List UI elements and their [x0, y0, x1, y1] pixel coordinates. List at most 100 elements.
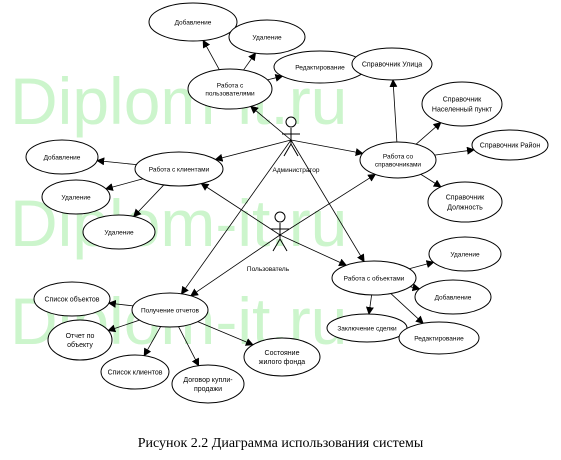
use-case-contract: Договор купли-продажи — [171, 364, 245, 404]
use-case-ellipse — [187, 68, 273, 110]
edge-reports-contract — [178, 326, 200, 367]
use-case-ellipse — [41, 179, 111, 215]
edge-users-add2 — [202, 39, 220, 70]
use-case-ellipse — [414, 279, 492, 315]
use-case-label: справочниками — [375, 161, 422, 168]
edge-user-dirs — [279, 173, 377, 236]
figure-caption: Рисунок 2.2 Диаграмма использования сист… — [137, 436, 424, 451]
edge-dirs-district — [434, 146, 476, 156]
use-case-label: Справочник — [443, 96, 482, 103]
use-case-ellipse — [428, 236, 502, 272]
use-case-ellipse — [398, 321, 480, 355]
actor-label: Пользователь — [247, 266, 290, 273]
edge-reports-housing — [197, 321, 254, 346]
use-case-label: Населенный пункт — [432, 105, 493, 113]
use-case-label: Договор купли- — [183, 377, 233, 384]
actor-admin: Администратор — [273, 116, 320, 174]
use-case-ellipse — [47, 319, 113, 361]
edge-reports-listcl — [143, 326, 162, 357]
use-case-label: пользователями — [205, 90, 255, 97]
edges — [96, 39, 476, 367]
actor-label: Администратор — [273, 167, 320, 174]
use-case-label: Работа с клиентами — [149, 165, 210, 173]
use-case-ellipse — [359, 141, 437, 179]
edge-objects-add3 — [410, 283, 421, 292]
use-case-label: Должность — [447, 204, 483, 211]
use-case-label: Работа с — [217, 81, 244, 89]
use-case-district: Справочник Район — [471, 129, 549, 161]
use-case-ellipse — [471, 129, 549, 161]
use-case-label: жилого фонда — [259, 359, 305, 366]
edge-dirs-pos — [420, 174, 442, 188]
edge-admin-clients — [214, 139, 292, 162]
use-case-label: Редактирование — [295, 64, 345, 71]
edge-user-clients — [200, 183, 281, 236]
use-case-label: Добавление — [44, 153, 81, 161]
use-case-label: Получение отчетов — [141, 307, 200, 314]
use-case-streets: Справочник Улица — [351, 47, 433, 81]
use-case-del4: Удаление — [428, 236, 502, 272]
use-case-ellipse — [148, 2, 238, 42]
use-case-label: продажи — [194, 386, 222, 393]
use-case-edit2: Редактирование — [398, 321, 480, 355]
edge-users-del2 — [243, 52, 257, 71]
use-case-listcl: Список клиентов — [100, 354, 170, 390]
use-case-ellipse — [33, 281, 111, 317]
edge-user-objects — [279, 234, 348, 266]
use-case-label: Добавление — [435, 293, 472, 301]
use-case-label: Список клиентов — [108, 369, 163, 376]
use-case-ellipse — [82, 214, 156, 250]
use-case-ellipse — [25, 139, 99, 175]
use-case-ellipse — [100, 354, 170, 390]
use-case-objects: Работа с объектами — [331, 260, 417, 296]
use-case-ellipse — [171, 364, 245, 404]
use-case-ellipse — [228, 19, 306, 55]
use-case-label: Состояние — [265, 350, 300, 357]
use-case-ellipse — [331, 260, 417, 296]
use-case-del2: Удаление — [228, 19, 306, 55]
use-case-add2: Добавление — [148, 2, 238, 42]
use-case-ellipse — [351, 47, 433, 81]
edge-dirs-settl — [415, 121, 442, 145]
use-case-label: Добавление — [175, 18, 212, 26]
edge-admin-objects — [290, 139, 365, 263]
use-case-clients: Работа с клиентами — [134, 151, 224, 187]
actor-head — [274, 211, 286, 223]
use-case-label: Удаление — [104, 229, 134, 236]
actor-figure — [271, 223, 289, 252]
edge-objects-del4 — [409, 260, 435, 270]
edge-objects-edit2 — [390, 293, 424, 324]
actor-head — [285, 116, 297, 128]
edge-users-edit1 — [267, 73, 284, 82]
use-case-label: Справочник Район — [480, 141, 541, 149]
use-case-ellipse — [134, 151, 224, 187]
edge-admin-dirs — [290, 139, 364, 157]
edge-objects-deal — [365, 294, 374, 316]
edge-reports-listobj — [107, 299, 134, 308]
edge-clients-add1 — [96, 157, 137, 166]
use-case-ellipse — [421, 81, 503, 127]
actor-user: Пользователь — [247, 211, 290, 273]
use-case-ellipse — [243, 337, 321, 377]
use-case-label: Редактирование — [414, 335, 464, 342]
use-case-del3: Удаление — [82, 214, 156, 250]
use-case-housing: Состояние жилого фонда — [243, 337, 321, 377]
use-case-label: Список объектов — [44, 295, 99, 303]
use-case-add3: Добавление — [414, 279, 492, 315]
edge-reports-repobj — [107, 319, 140, 333]
edge-admin-reports — [180, 139, 292, 295]
use-case-label: Работа с объектами — [344, 274, 405, 282]
use-case-label: Справочник — [446, 194, 485, 201]
use-case-label: Отчет по — [66, 333, 95, 340]
use-case-label: Справочник Улица — [362, 61, 422, 68]
use-case-label: Работа со — [383, 152, 414, 160]
use-case-ellipse — [427, 181, 503, 223]
use-case-label: Удаление — [61, 194, 91, 201]
